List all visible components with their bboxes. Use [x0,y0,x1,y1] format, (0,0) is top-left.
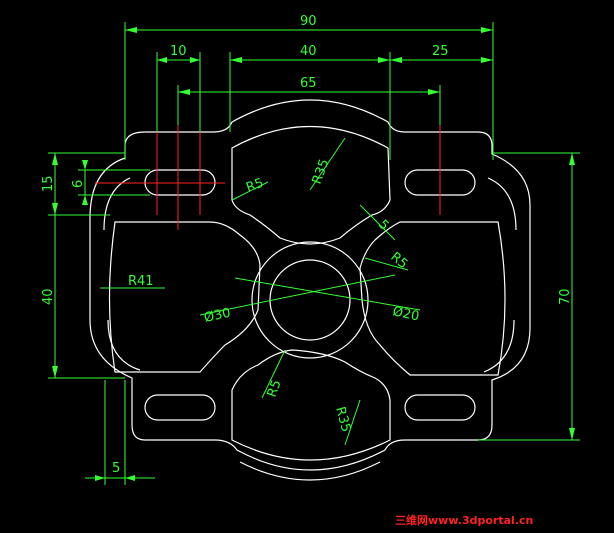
r41-text: R41 [128,274,154,289]
watermark: 三维网www.3dportal.cn [395,513,533,527]
dim-6-text: 6 [71,180,86,188]
r5-mid-leader [359,204,396,241]
d20-text: Ø20 [391,304,420,324]
r5-bottom-text: R5 [265,378,285,399]
r35-bottom-text: R35 [332,405,353,434]
r5-right-leader [364,257,409,271]
slot-bottom-right [404,394,476,421]
r5-right-text: R5 [387,250,410,273]
dim-65-text: 65 [300,76,317,91]
r35-top-text: R35 [310,157,333,186]
dim-5-text: 5 [112,461,120,476]
d30-line [199,274,396,316]
center-hole [269,259,351,341]
top-lobe [231,125,391,245]
arrowheads [52,27,575,481]
dim-15-text: 15 [41,175,56,192]
dim-90-text: 90 [300,14,317,29]
dim-70-text: 70 [558,288,573,305]
slot-bottom-left [144,394,216,421]
r5-top-text: R5 [244,176,265,196]
left-lobe [108,221,261,373]
part-outline [89,99,531,481]
r5-top-leader [231,181,269,201]
d30-text: Ø30 [203,306,232,326]
outer-contour [89,99,531,471]
r5-mid-text: 5 [375,217,391,233]
dim-40v-text: 40 [41,288,56,305]
centerlines [95,120,441,230]
center-boss-outer [251,241,369,359]
bottom-lobe [231,349,391,461]
dim-10-text: 10 [170,44,187,59]
right-lobe [359,221,506,376]
d20-line [234,277,421,311]
r35-top-leader [309,137,346,191]
dimension-lines [48,22,580,485]
dim-25-text: 25 [432,44,449,59]
inner-contour [103,177,517,481]
r5-bottom-leader [261,349,286,399]
dim-40-text: 40 [300,44,317,59]
r35-bottom-leader [344,399,361,446]
